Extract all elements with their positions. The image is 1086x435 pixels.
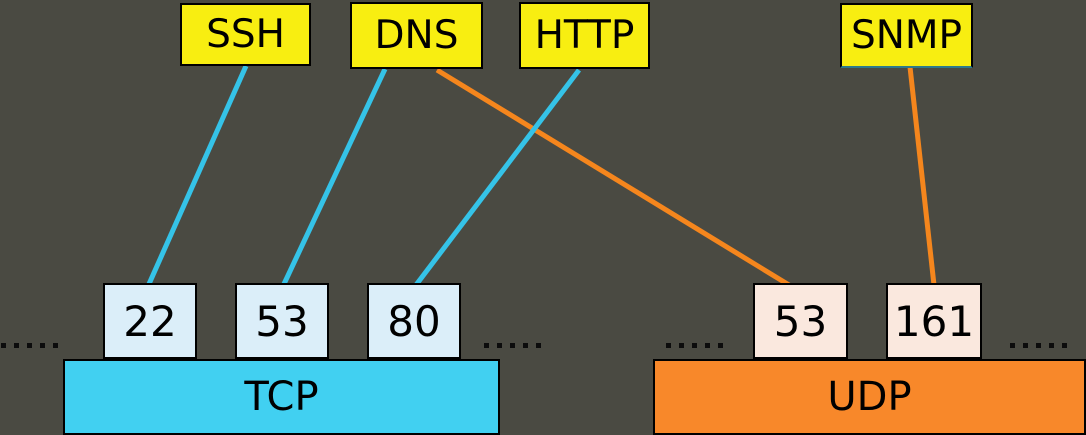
port-box-udp-53: 53 (753, 283, 848, 359)
ellipsis-dots-far-left (1, 343, 59, 348)
protocol-box-snmp: SNMP (840, 3, 973, 68)
port-number-tcp-80: 80 (387, 296, 441, 346)
protocol-label-snmp: SNMP (850, 13, 963, 58)
protocol-box-ssh: SSH (180, 3, 311, 66)
transport-bar-udp: UDP (653, 359, 1086, 435)
port-number-udp-161: 161 (893, 296, 975, 346)
protocol-box-http: HTTP (519, 2, 650, 69)
port-number-udp-53: 53 (773, 296, 828, 346)
connection-snmp-udp161-line (907, 66, 937, 286)
transport-label-tcp: TCP (244, 374, 319, 420)
port-box-tcp-53: 53 (235, 283, 329, 359)
ellipsis-dots-far-right (1010, 343, 1068, 348)
connection-http-tcp80-line (414, 68, 581, 287)
protocol-box-dns: DNS (350, 2, 483, 69)
transport-bar-tcp: TCP (63, 359, 500, 435)
protocol-label-http: HTTP (534, 13, 635, 58)
port-box-udp-161: 161 (886, 283, 982, 359)
ellipsis-dots-tcp-right (484, 343, 542, 348)
transport-label-udp: UDP (827, 374, 912, 420)
connection-dns-udp53-line (435, 67, 791, 288)
port-number-tcp-22: 22 (123, 296, 177, 346)
port-box-tcp-22: 22 (103, 283, 197, 359)
port-number-tcp-53: 53 (255, 296, 309, 346)
protocol-label-dns: DNS (374, 13, 459, 58)
port-box-tcp-80: 80 (367, 283, 461, 359)
protocol-label-ssh: SSH (206, 12, 285, 57)
connection-dns-tcp53-line (281, 67, 388, 286)
connection-ssh-tcp22-line (146, 64, 249, 286)
ellipsis-dots-udp-left (666, 343, 724, 348)
